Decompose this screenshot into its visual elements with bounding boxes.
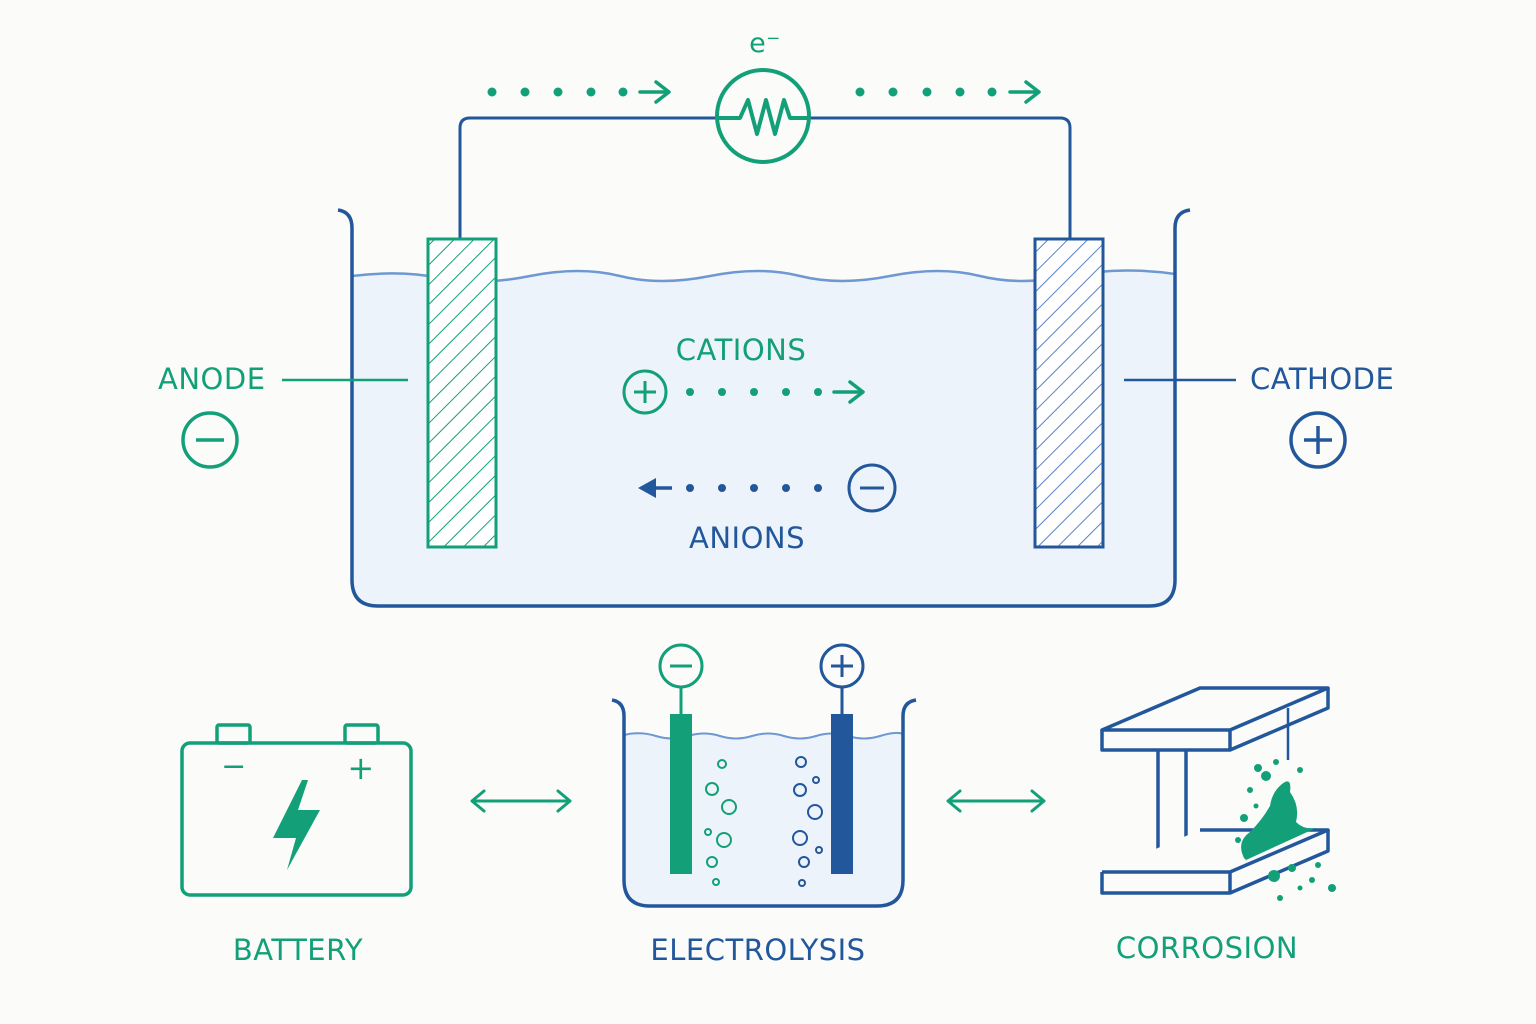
resistor-icon [715, 68, 811, 164]
anode-label: ANODE [158, 362, 266, 396]
battery-minus-terminal: − [221, 749, 247, 784]
minus-circle-icon [181, 411, 239, 469]
cation-plus-circle-icon [622, 369, 668, 415]
double-arrow-icon [470, 789, 572, 813]
cations-label: CATIONS [675, 333, 807, 367]
corrosion-label: CORROSION [1115, 931, 1299, 965]
corroding-i-beam-icon [1100, 686, 1330, 895]
cation-flow [686, 380, 865, 404]
rust-patch [1235, 759, 1336, 901]
electrolysis-cell-icon [611, 643, 917, 908]
cathode-label: CATHODE [1250, 362, 1395, 396]
electron-flow-right [855, 80, 1041, 104]
double-arrow-icon [946, 789, 1046, 813]
battery-plus-terminal: + [347, 749, 375, 787]
battery-icon [180, 723, 413, 897]
anion-minus-circle-icon [847, 463, 897, 513]
cell-container [337, 208, 1191, 608]
anions-label: ANIONS [688, 521, 806, 555]
anion-flow [638, 478, 822, 498]
electrolysis-label: ELECTROLYSIS [650, 933, 866, 967]
electron-label: e⁻ [749, 28, 781, 59]
electron-flow-left [487, 80, 671, 104]
cathode-electrode [1033, 237, 1105, 549]
battery-label: BATTERY [232, 933, 364, 967]
external-wire [458, 116, 1072, 240]
plus-circle-icon [1289, 411, 1347, 469]
electrolyte [352, 270, 1175, 606]
anode-electrode [426, 237, 498, 549]
